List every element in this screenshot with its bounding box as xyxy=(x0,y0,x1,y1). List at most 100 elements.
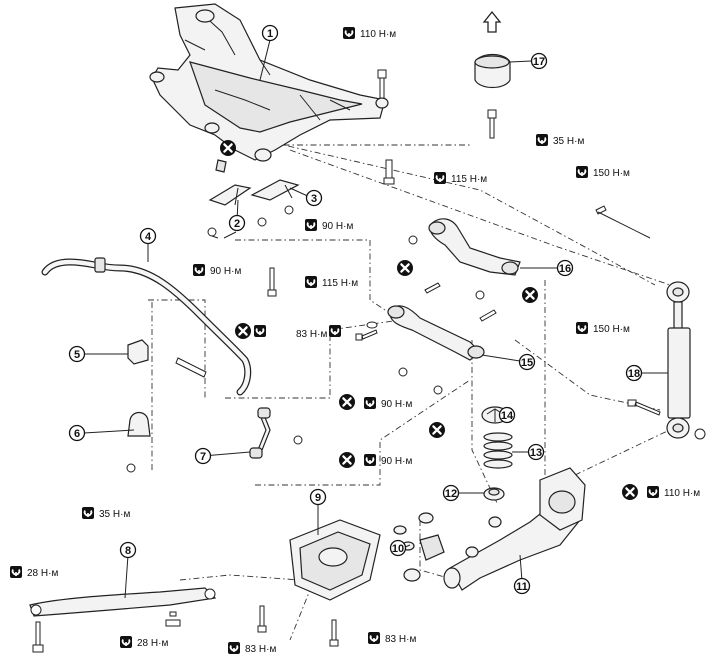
callout-5: 5 xyxy=(68,345,86,363)
link-bushing-set xyxy=(393,512,445,582)
callout-17: 17 xyxy=(530,52,548,70)
suspension-member xyxy=(149,3,389,162)
torque-value: 115 Н·м xyxy=(322,278,358,289)
callout-16: 16 xyxy=(556,259,574,277)
callout-number: 7 xyxy=(200,451,206,463)
callout-number: 10 xyxy=(392,543,404,555)
rear-member-stay xyxy=(29,587,217,653)
torque-label: 83 Н·м xyxy=(227,641,276,655)
callout-number: 1 xyxy=(267,28,273,40)
torque-label: 150 Н·м xyxy=(575,165,630,179)
callout-number: 13 xyxy=(530,447,542,459)
torque-label: 35 Н·м xyxy=(535,133,584,147)
torque-wrench-icon xyxy=(535,133,549,147)
torque-label: 90 Н·м xyxy=(304,218,353,232)
callout-circle xyxy=(556,259,574,277)
callout-9: 9 xyxy=(309,488,327,506)
stabilizer-clamp xyxy=(126,411,151,473)
callout-10: 10 xyxy=(389,539,407,557)
callout-circle xyxy=(68,424,86,442)
callout-18: 18 xyxy=(625,364,643,382)
torque-wrench-icon xyxy=(433,171,447,185)
callout-number: 18 xyxy=(628,368,640,380)
torque-value: 150 Н·м xyxy=(593,324,630,335)
torque-value: 115 Н·м xyxy=(451,174,487,185)
stabilizer-connecting-rod xyxy=(175,357,303,459)
callout-number: 14 xyxy=(501,410,514,422)
torque-value: 110 Н·м xyxy=(664,488,700,499)
callout-14: 14 xyxy=(498,406,516,424)
do-not-reuse-icon xyxy=(337,450,357,470)
callout-circle xyxy=(119,541,137,559)
callout-number: 16 xyxy=(559,263,571,275)
callout-number: 8 xyxy=(125,545,131,557)
callout-number: 6 xyxy=(74,428,80,440)
callout-circle xyxy=(228,214,246,232)
torque-wrench-icon xyxy=(304,275,318,289)
shock-absorber xyxy=(595,205,706,440)
rear-axle-knuckle xyxy=(443,467,586,591)
callout-circle xyxy=(518,353,536,371)
torque-value: 83 Н·м xyxy=(296,329,327,340)
torque-label: 115 Н·м xyxy=(433,171,487,185)
torque-wrench-icon xyxy=(363,396,377,410)
member-bolts xyxy=(267,69,395,297)
callout-2: 2 xyxy=(228,214,246,232)
member-stay-brackets xyxy=(207,159,300,237)
callout-circle xyxy=(498,406,516,424)
torque-value: 150 Н·м xyxy=(593,168,630,179)
torque-value: 83 Н·м xyxy=(245,644,276,655)
upper-link xyxy=(408,218,521,300)
callout-3: 3 xyxy=(305,189,323,207)
callout-12: 12 xyxy=(442,484,460,502)
torque-label: 90 Н·м xyxy=(363,396,412,410)
do-not-reuse-icon xyxy=(427,420,447,440)
torque-wrench-icon xyxy=(328,324,342,338)
torque-label: 115 Н·м xyxy=(304,275,358,289)
torque-label: 150 Н·м xyxy=(575,321,630,335)
torque-label: 35 Н·м xyxy=(81,506,130,520)
torque-value: 90 Н·м xyxy=(210,266,241,277)
torque-wrench-icon xyxy=(119,635,133,649)
callout-11: 11 xyxy=(513,577,531,595)
lower-link xyxy=(355,305,497,395)
torque-wrench-icon xyxy=(9,565,23,579)
callout-number: 3 xyxy=(311,193,317,205)
callout-circle xyxy=(68,345,86,363)
coil-spring xyxy=(483,432,513,469)
vehicle-front-arrow-icon xyxy=(482,10,502,33)
torque-labels: 110 Н·м 35 Н·м 115 Н·м 150 Н·м 90 Н·м 90… xyxy=(9,26,700,655)
callout-circle xyxy=(389,539,407,557)
callout-number: 12 xyxy=(445,488,457,500)
do-not-reuse-icon xyxy=(233,321,253,341)
torque-label: 83 Н·м xyxy=(296,329,327,340)
torque-wrench-icon xyxy=(227,641,241,655)
torque-wrench-icon xyxy=(81,506,95,520)
callout-circle xyxy=(139,227,157,245)
callout-number: 4 xyxy=(145,231,152,243)
torque-value: 35 Н·м xyxy=(99,509,130,520)
callout-number: 5 xyxy=(74,349,80,361)
callout-6: 6 xyxy=(68,424,86,442)
torque-value: 90 Н·м xyxy=(322,221,353,232)
torque-label: 90 Н·м xyxy=(192,263,241,277)
torque-value: 90 Н·м xyxy=(381,456,412,467)
do-not-reuse-marks xyxy=(218,138,640,502)
torque-label: 28 Н·м xyxy=(119,635,168,649)
callout-number: 15 xyxy=(521,357,533,369)
callout-number: 2 xyxy=(234,218,240,230)
callout-number: 9 xyxy=(315,492,321,504)
torque-wrench-icon xyxy=(363,453,377,467)
torque-label: 28 Н·м xyxy=(9,565,58,579)
torque-value: 28 Н·м xyxy=(137,638,168,649)
torque-value: 90 Н·м xyxy=(381,399,412,410)
callout-4: 4 xyxy=(139,227,157,245)
torque-wrench-icon xyxy=(192,263,206,277)
stabilizer-bar xyxy=(41,257,252,396)
callout-circle xyxy=(527,443,545,461)
callout-circle xyxy=(309,488,327,506)
torque-wrench-icon xyxy=(646,485,660,499)
torque-value: 83 Н·м xyxy=(385,634,416,645)
